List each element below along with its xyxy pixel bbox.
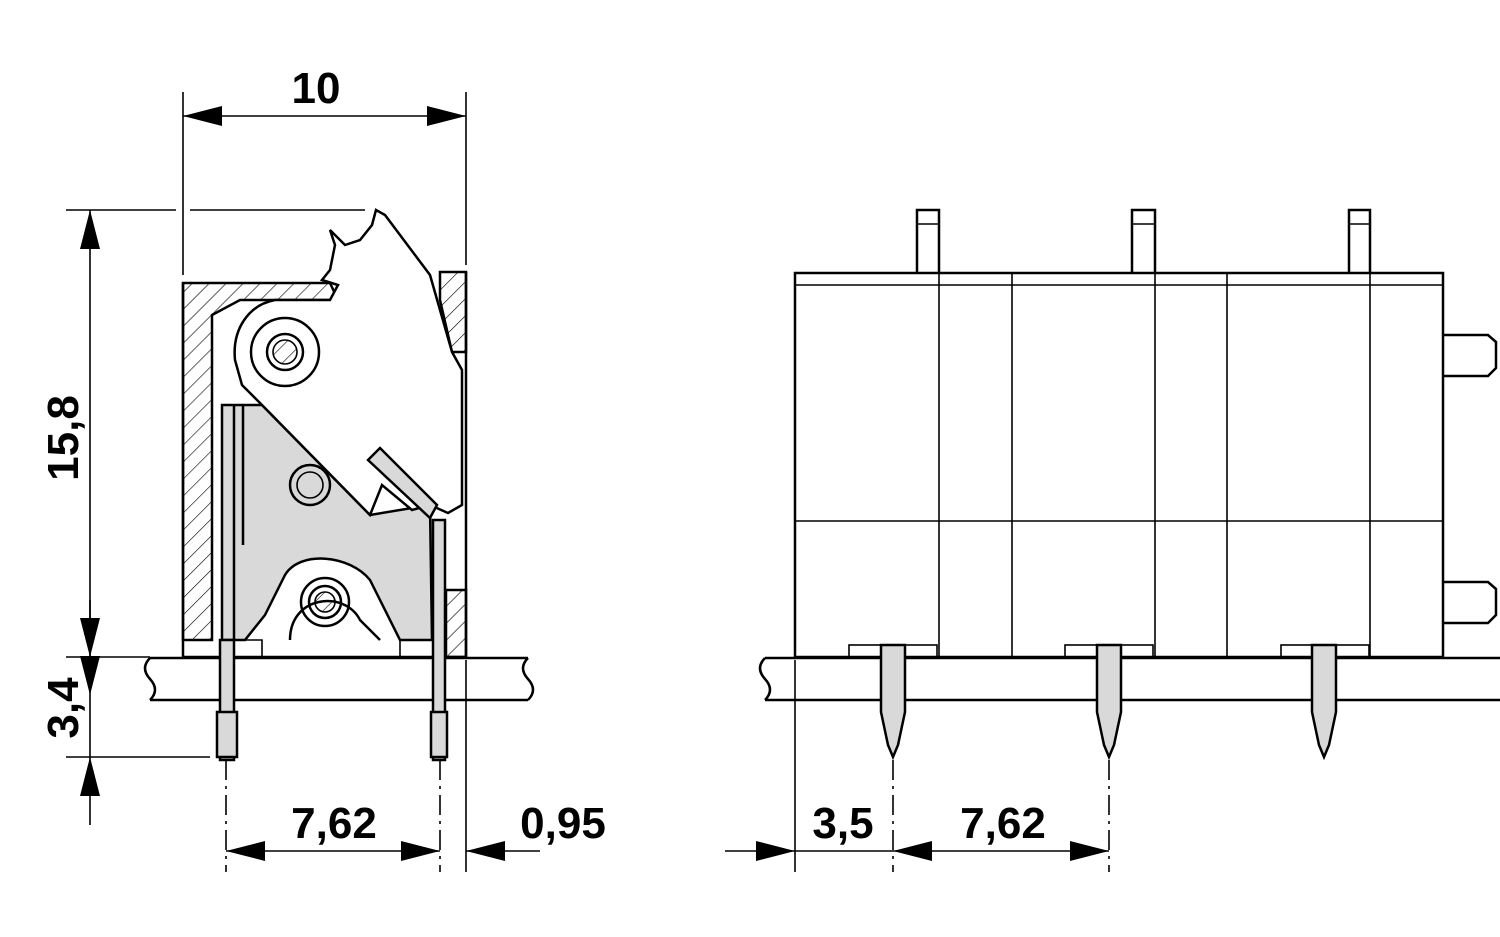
front-view: 3,5 7,62 xyxy=(725,208,1500,872)
dim-side-pitch: 7,62 xyxy=(226,799,440,861)
side-view: 10 15,8 3,4 7,62 xyxy=(39,64,606,872)
spring-contact xyxy=(366,446,439,521)
dim-pin-length: 3,4 xyxy=(39,600,210,825)
dim-front-pitch-label: 7,62 xyxy=(960,799,1046,848)
pin-front-2 xyxy=(1095,643,1123,761)
pin-front-3 xyxy=(1310,643,1338,761)
pin-left-side xyxy=(215,405,245,762)
pcb-board-front xyxy=(758,656,1500,702)
pin-front-1 xyxy=(879,643,907,761)
dim-edge-offset: 3,5 xyxy=(725,799,932,861)
dim-width: 10 xyxy=(182,64,467,275)
top-tabs xyxy=(915,208,1372,273)
dim-front-pitch: 7,62 xyxy=(893,799,1109,861)
front-housing xyxy=(793,271,1445,659)
lever xyxy=(233,208,464,518)
rivet-bottom xyxy=(288,576,381,641)
dim-side-pitch-label: 7,62 xyxy=(291,799,377,848)
side-pegs xyxy=(1443,333,1498,625)
dim-width-label: 10 xyxy=(292,64,341,113)
dim-offset: 0,95 xyxy=(466,799,606,861)
clamp-body xyxy=(220,403,434,642)
dim-pin-length-label: 3,4 xyxy=(39,677,88,739)
dim-height-label: 15,8 xyxy=(39,395,88,481)
dim-offset-label: 0,95 xyxy=(520,799,606,848)
pivot-hole xyxy=(288,463,332,507)
housing-section xyxy=(181,270,468,659)
pin-right-side xyxy=(429,518,449,762)
pcb-board-side xyxy=(143,656,535,702)
dim-edge-offset-label: 3,5 xyxy=(812,799,873,848)
rivet-top xyxy=(249,316,321,388)
